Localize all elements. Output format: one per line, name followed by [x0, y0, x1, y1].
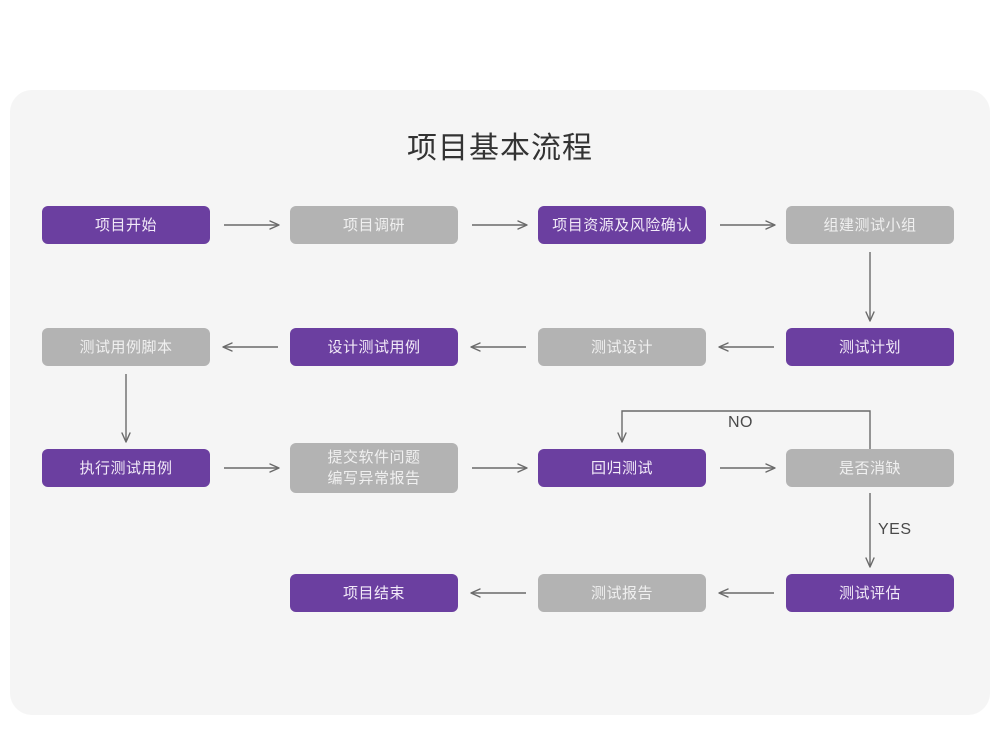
node-project-end[interactable]: 项目结束 — [290, 574, 458, 612]
node-test-case-script[interactable]: 测试用例脚本 — [42, 328, 210, 366]
node-test-design[interactable]: 测试设计 — [538, 328, 706, 366]
node-submit-defect-report[interactable]: 提交软件问题 编写异常报告 — [290, 443, 458, 493]
node-regression-test[interactable]: 回归测试 — [538, 449, 706, 487]
node-defect-cleared-decision[interactable]: 是否消缺 — [786, 449, 954, 487]
node-execute-test-case[interactable]: 执行测试用例 — [42, 449, 210, 487]
node-resource-risk-confirm[interactable]: 项目资源及风险确认 — [538, 206, 706, 244]
edge-label-yes: YES — [878, 521, 912, 538]
node-form-test-team[interactable]: 组建测试小组 — [786, 206, 954, 244]
flowchart-card — [10, 90, 990, 715]
node-test-plan[interactable]: 测试计划 — [786, 328, 954, 366]
node-project-start[interactable]: 项目开始 — [42, 206, 210, 244]
page-title: 项目基本流程 — [407, 132, 593, 165]
edge-label-no: NO — [728, 414, 753, 431]
node-project-research[interactable]: 项目调研 — [290, 206, 458, 244]
node-design-test-case[interactable]: 设计测试用例 — [290, 328, 458, 366]
node-test-evaluation[interactable]: 测试评估 — [786, 574, 954, 612]
node-test-report[interactable]: 测试报告 — [538, 574, 706, 612]
